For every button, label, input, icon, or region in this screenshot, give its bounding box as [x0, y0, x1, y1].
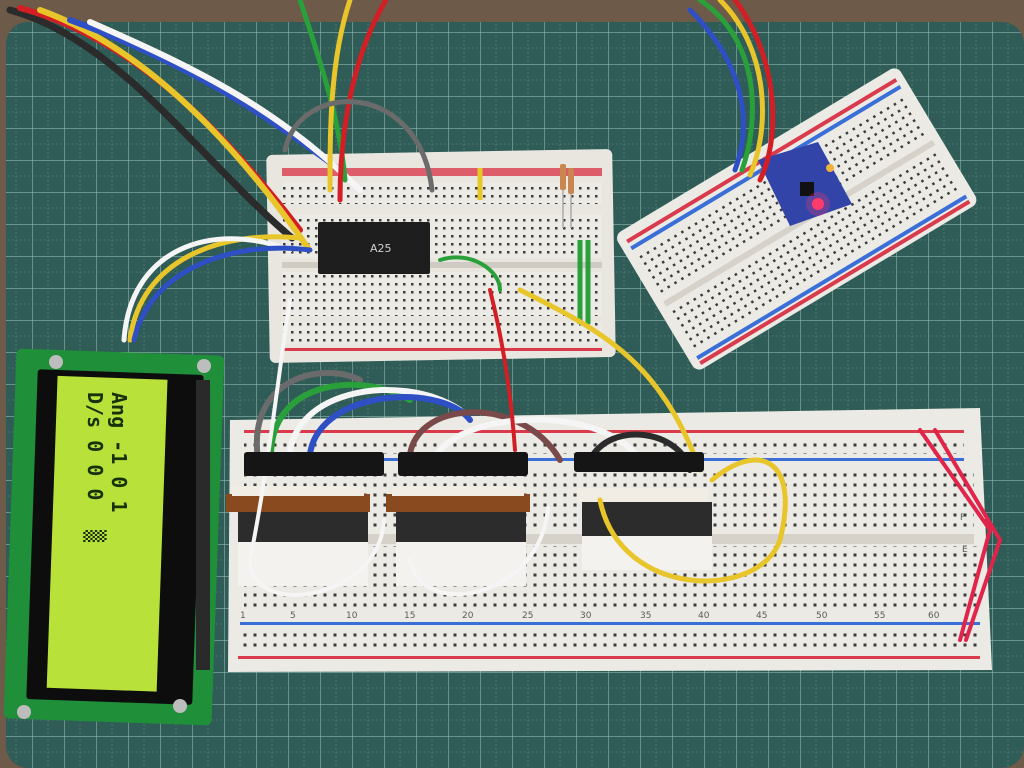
col-40: 40 [698, 611, 710, 621]
col-55: 55 [874, 611, 885, 621]
col-20: 20 [462, 611, 474, 621]
col-50: 50 [816, 611, 828, 621]
resistors [560, 164, 574, 228]
driver-module-2 [386, 486, 530, 586]
row-labels: F E [960, 513, 968, 555]
lcd-line-2: D/s 0 0 0 [83, 392, 107, 500]
col-60: 60 [928, 611, 940, 621]
column-numbers: 1 5 10 15 20 25 30 35 40 45 50 55 60 [240, 611, 940, 621]
lcd-module: Ang -1 0 1 D/s 0 0 0 ▒ [3, 348, 225, 726]
col-25: 25 [522, 611, 533, 621]
col-10: 10 [346, 611, 358, 621]
header-pins [244, 452, 704, 476]
col-1: 1 [240, 611, 246, 621]
col-15: 15 [404, 611, 415, 621]
col-30: 30 [580, 611, 592, 621]
row-label-bottom: E [962, 545, 968, 555]
col-5: 5 [290, 611, 296, 621]
sensor-module [758, 142, 852, 226]
driver-module-1 [226, 486, 370, 586]
breadboard-upper-left [266, 149, 616, 363]
chip-label: A25 [370, 242, 392, 255]
jumper-wires [6, 0, 1003, 642]
lcd-cursor: ▒ [83, 530, 107, 543]
ic-chip: A25 [318, 222, 430, 274]
lcd-line-1: Ang -1 0 1 [107, 392, 131, 512]
col-45: 45 [756, 611, 767, 621]
row-label-top: F [960, 513, 965, 523]
col-35: 35 [640, 611, 651, 621]
